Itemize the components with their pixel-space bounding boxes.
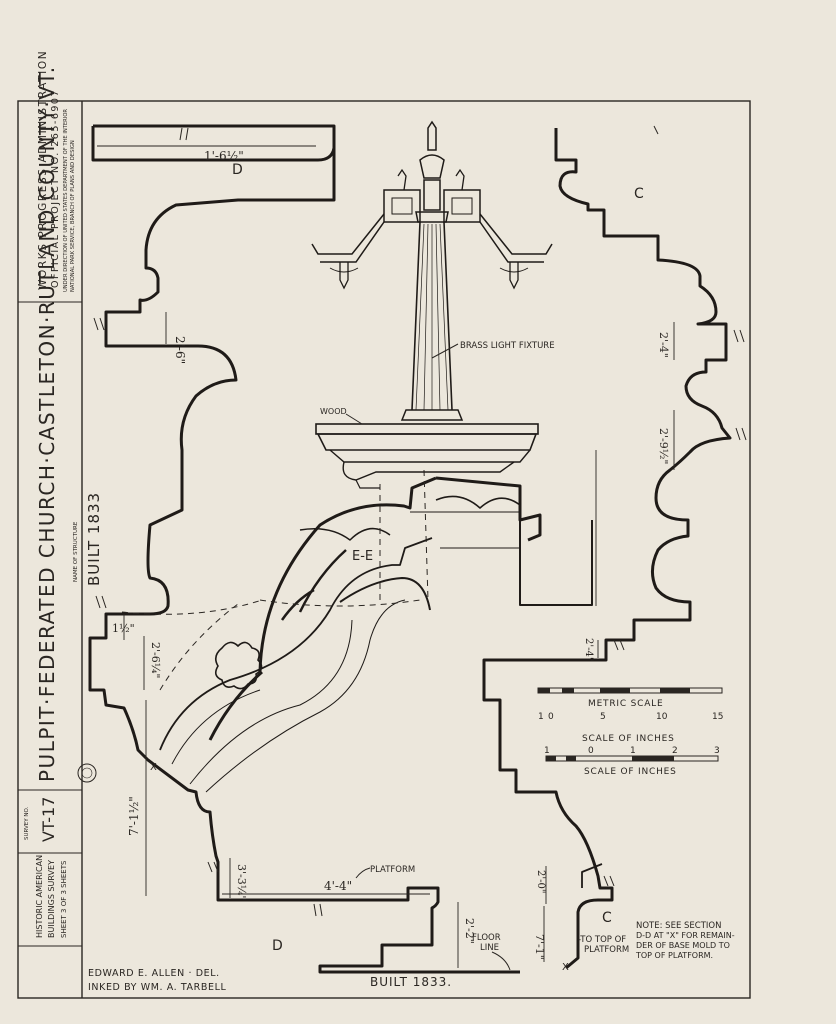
section-c-top-label: C — [634, 186, 644, 202]
note-line-4: TOP OF PLATFORM. — [635, 951, 713, 960]
inches-tick: 1 — [630, 746, 636, 756]
section-c-bottom-label: C — [602, 910, 612, 926]
inches-tick: 0 — [588, 746, 594, 756]
rosette-ornament — [214, 641, 263, 690]
dim-left-tall: 7'-1½" — [127, 796, 141, 836]
brass-light-fixture-icon — [311, 120, 553, 421]
section-note: NOTE: SEE SECTION D-D AT "X" FOR REMAIN-… — [635, 921, 735, 960]
built-year-vertical: BUILT 1833 — [85, 492, 103, 586]
dimension-lines — [97, 145, 675, 968]
metric-tick: 5 — [600, 712, 606, 722]
metric-tick: 1 — [538, 712, 544, 722]
inches-tick: 2 — [672, 746, 678, 756]
dim-left-mid: 2'-6¼" — [149, 642, 162, 678]
metric-scale-label: METRIC SCALE — [588, 699, 663, 709]
break-marks — [93, 125, 747, 917]
inches-tick: 1 — [544, 746, 550, 756]
floor-label: FLOOR — [472, 933, 501, 943]
agency-line-1: WORKS PROGRESS ADMINISTRATION — [37, 50, 49, 290]
dim-c-bottom-tall: 7'-1" — [533, 934, 546, 960]
dim-left-small: 1½" — [112, 622, 135, 635]
habs-line-2: BUILDINGS SURVEY — [47, 860, 56, 938]
platform-sublabel: PLATFORM — [584, 945, 629, 955]
fixture-leader — [431, 343, 459, 359]
inches-scale-bar — [545, 755, 719, 762]
agency-line-2: OFFICIAL PROJECT NO. 265-6907 — [50, 89, 61, 288]
platform-label: PLATFORM — [370, 865, 415, 875]
platform-leader — [355, 867, 371, 879]
right-molding-profile — [482, 128, 732, 970]
metric-scale-ticks: 1 0 5 10 15 — [538, 712, 723, 722]
survey-stamp-icon — [77, 763, 97, 783]
dim-c-upper: 2'-4" — [657, 332, 670, 358]
inches-scale-label-2: SCALE OF INCHES — [584, 767, 677, 777]
survey-label: SURVEY NO. — [24, 806, 30, 840]
agency-line-4: NATIONAL PARK SERVICE, BRANCH OF PLANS A… — [70, 140, 76, 292]
dim-d-width: 1'-6½" — [204, 149, 244, 163]
metric-tick: 0 — [548, 712, 554, 722]
inches-scale-ticks: 1 0 1 2 3 — [544, 746, 720, 756]
dim-c-mid: 2'-9½" — [657, 428, 670, 464]
note-line-3: DER OF BASE MOLD TO — [636, 941, 730, 950]
wood-canopy — [315, 423, 539, 489]
floor-leader — [491, 951, 511, 971]
brass-light-fixture-label: BRASS LIGHT FIXTURE — [460, 341, 555, 351]
inches-scale-label-1: SCALE OF INCHES — [582, 734, 675, 744]
section-d-top-label: D — [232, 162, 243, 178]
agency-line-3: UNDER DIRECTION OF UNITED STATES DEPARTM… — [63, 109, 69, 292]
survey-number: VT-17 — [39, 797, 58, 842]
section-d-bottom-label: D — [272, 938, 283, 954]
dim-c-lower: 2'-4" — [583, 638, 594, 661]
inker-credit: INKED BY WM. A. TARBELL — [88, 982, 226, 993]
metric-tick: 15 — [712, 712, 723, 722]
inches-tick: 3 — [714, 746, 720, 756]
dim-platform-height: 2'-2" — [463, 918, 476, 944]
x-mark-left: X — [150, 762, 157, 773]
built-year-bottom: BUILT 1833. — [370, 975, 452, 989]
section-ee-label: E-E — [352, 549, 373, 564]
line-label: LINE — [480, 943, 499, 953]
metric-tick: 10 — [656, 712, 668, 722]
note-line-1: NOTE: SEE SECTION — [636, 921, 721, 931]
habs-line-1: HISTORIC AMERICAN — [35, 855, 44, 938]
metric-scale-bar — [537, 687, 723, 694]
delineator-credit: EDWARD E. ALLEN · DEL. — [88, 968, 220, 979]
sheet-count: SHEET 3 OF 3 SHEETS — [60, 860, 68, 938]
construction-dashes — [121, 469, 429, 691]
left-molding-profile — [88, 124, 520, 974]
dim-platform-width: 4'-4" — [324, 879, 352, 893]
wood-leader — [345, 413, 363, 425]
dim-c-bottom-small: 2'-0" — [535, 870, 546, 893]
section-ee-profile — [159, 476, 593, 793]
structure-title: PULPIT·FEDERATED CHURCH·CASTLETON·RUTLAN… — [35, 65, 59, 782]
dim-left-low: 3'-3¼" — [235, 864, 248, 900]
sheet-border — [17, 100, 751, 999]
title-block: WORKS PROGRESS ADMINISTRATION OFFICIAL P… — [18, 50, 97, 947]
to-top-label: -TO TOP OF — [578, 935, 626, 945]
wood-label: WOOD — [320, 407, 347, 416]
name-of-structure-label: NAME OF STRUCTURE — [73, 521, 79, 582]
x-mark-right: X — [562, 962, 569, 973]
note-line-2: D-D AT "X" FOR REMAIN- — [636, 931, 735, 940]
dim-d-height: 2'-6" — [173, 336, 187, 364]
